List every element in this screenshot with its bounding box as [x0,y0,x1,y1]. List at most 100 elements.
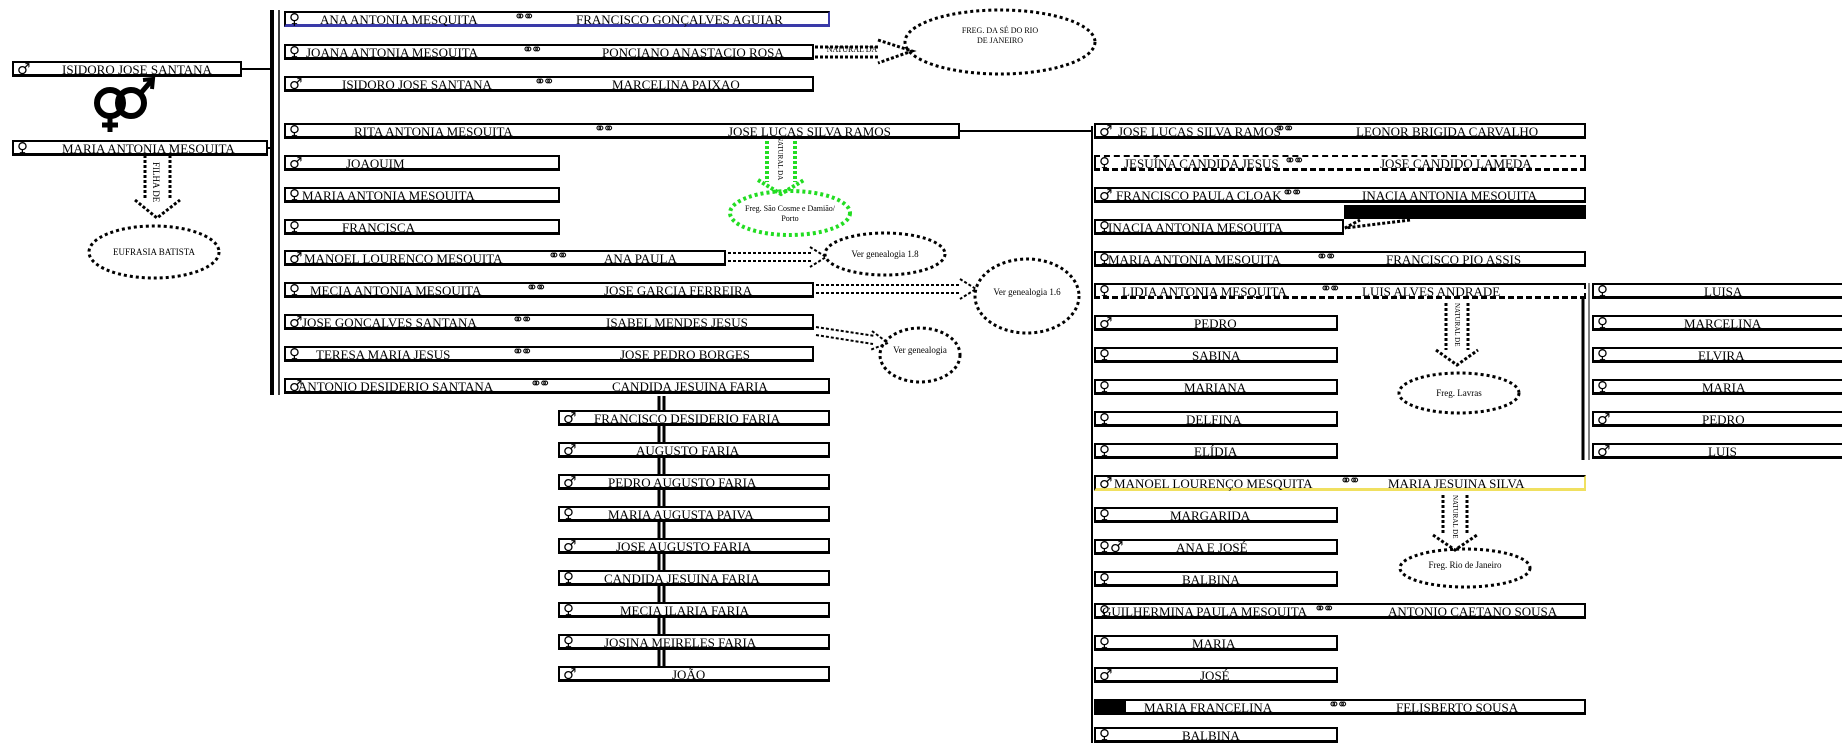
child-row-maria-antonia[interactable]: ♀ MARIA ANTONIA MESQUITA [284,186,560,204]
female-icon: ♀ [1099,726,1110,744]
rita-child-row[interactable]: ♀♂ ANA E JOSÉ [1094,538,1338,556]
person-name: MARIA [1192,636,1236,651]
rita-child-row[interactable]: ♀ BALBINA [1094,726,1338,744]
marriage-rings-icon: ⚭⚭ [526,280,547,296]
female-icon: ♀ [1099,442,1110,460]
lidia-child-row[interactable]: ♀ ELVIRA [1592,346,1842,364]
person-name: ANA ANTONIA MESQUITA [320,12,478,27]
female-icon: ♀ [1099,250,1110,268]
male-icon: ♂ [1099,122,1113,140]
rita-child-row[interactable]: ♂ MANOEL LOURENÇO MESQUITA ⚭⚭ MARIA JESU… [1094,474,1586,492]
rita-child-row[interactable]: ♀ ELÍDIA [1094,442,1338,460]
person-name: JOSE GONÇALVES SANTANA [302,315,477,330]
jose-ref-ellipse [878,326,962,384]
child-row-teresa[interactable]: ♀ TERESA MARIA JESUS ⚭⚭ JOSE PEDRO BORGE… [284,345,814,363]
rita-child-row[interactable]: ♀ MARIA [1094,634,1338,652]
grandchild-row[interactable]: ♂ AUGUSTO FARIA [558,441,830,459]
child-row-joana[interactable]: ♀ JOANA ANTONIA MESQUITA ⚭⚭ PONCIANO ANA… [284,42,814,61]
rita-child-row[interactable]: ♂ JOSÉ [1094,666,1338,684]
person-name: MARIA ANTONIA MESQUITA [62,141,235,156]
person-name: MECIA ILARIA FARIA [620,603,750,618]
manoel-ref-ellipse [823,231,947,277]
spouse-name: MARCELINA PAIXAO [612,77,740,92]
spouse-name: JOSE GARCIA FERREIRA [604,283,753,298]
lidia-child-row[interactable]: ♀ MARCELINA [1592,314,1842,332]
person-name: MARIA ANTONIA MESQUITA [302,188,475,203]
grandchild-row[interactable]: ♀ MECIA ILARIA FARIA [558,601,830,619]
rita-child-row[interactable]: ♀ INACIA ANTONIA MESQUITA [1094,218,1344,236]
spouse-name: ANA PAULA [604,251,677,266]
lidia-child-row[interactable]: ♀ MARIA [1592,378,1842,396]
root-husband-box[interactable]: ♂ ISIDORO JOSE SANTANA [12,60,242,78]
lidia-child-row[interactable]: ♂ PEDRO [1592,410,1842,428]
person-name: MARCELINA [1684,316,1762,331]
rita-child-row[interactable]: ♀ JESUÍNA CANDIDA JESUS ⚭⚭ JOSE CANDIDO … [1094,154,1586,172]
filha-de-arrow [134,150,181,220]
male-icon: ♂ [563,665,577,683]
grandchild-row[interactable]: ♀ JOSINA MEIRELES FARIA [558,633,830,651]
child-row-mecia[interactable]: ♀ MECIA ANTONIA MESQUITA ⚭⚭ JOSE GARCIA … [284,280,814,299]
marriage-rings-icon: ⚭⚭ [1274,121,1295,137]
marriage-rings-icon: ⚭⚭ [1314,601,1335,617]
rita-child-row[interactable]: ♀ DELFINA [1094,410,1338,428]
grandchild-row[interactable]: ♀ MARIA AUGUSTA PAIVA [558,505,830,523]
child-row-ana[interactable]: ♀ ANA ANTONIA MESQUITA ⚭⚭ FRANCISCO GONÇ… [284,9,830,28]
grandchild-row[interactable]: ♀ CANDIDA JESUINA FARIA [558,569,830,587]
marriage-rings-icon: ⚭⚭ [1316,249,1337,265]
marriage-rings-icon: ⚭⚭ [514,9,535,25]
person-name: ELÍDIA [1194,444,1238,459]
rita-child-row[interactable]: ♀ BALBINA [1094,570,1338,588]
lidia-origin-ellipse [1397,371,1521,415]
child-row-rita[interactable]: ♀ RITA ANTONIA MESQUITA ⚭⚭ JOSE LUCAS SI… [284,122,960,140]
rita-natural-label: NATURAL DA [776,136,784,181]
child-row-francisca[interactable]: ♀ FRANCISCA [284,218,560,236]
rita-child-row[interactable]: ♀ LIDIA ANTONIA MESQUITA ⚭⚭ LUIS ALVES A… [1094,282,1586,300]
grandchild-row[interactable]: ♂ JOSE AUGUSTO FARIA [558,537,830,555]
rita-child-row[interactable]: ♀ MARIANA [1094,378,1338,396]
spouse-name: JOSE PEDRO BORGES [620,347,751,362]
lidia-child-row[interactable]: ♂ LUIS [1592,442,1842,460]
spouse-name: ANTONIO CAETANO SOUSA [1388,604,1558,619]
inacia-arrow [1344,218,1411,230]
female-icon: ♀ [1099,634,1110,652]
female-icon: ♀ [563,505,574,523]
rita-child-row[interactable]: ♀ MARGARIDA [1094,506,1338,524]
manoel-right-origin-text: Freg. Rio de Janeiro [1428,560,1502,570]
child-row-jose-goncalves[interactable]: ♂ JOSE GONÇALVES SANTANA ⚭⚭ ISABEL MENDE… [284,313,814,331]
root-wife-box[interactable]: ♀ MARIA ANTONIA MESQUITA [12,139,268,157]
person-name: MANOEL LOURENÇO MESQUITA [304,251,503,266]
rita-child-row[interactable]: ♂ JOSE LUCAS SILVA RAMOS ⚭⚭ LEONOR BRIGI… [1094,121,1586,140]
rita-child-row[interactable]: ♀ MARIA ANTONIA MESQUITA ⚭⚭ FRANCISCO PI… [1094,249,1586,268]
grandchild-row[interactable]: ♂ FRANCISCO DESIDERIO FARIA [558,409,830,427]
person-name: MARIA ANTONIA MESQUITA [1108,252,1281,267]
male-icon: ♂ [1099,666,1113,684]
child-row-antonio[interactable]: ♂ ANTONIO DESIDERIO SANTANA ⚭⚭ CANDIDA J… [284,377,830,395]
child-row-isidoro[interactable]: ♂ ISIDORO JOSE SANTANA ⚭⚭ MARCELINA PAIX… [284,75,814,93]
rita-child-row[interactable]: ♂ FRANCISCO PAULA CLOAK ⚭⚭ INACIA ANTONI… [1094,186,1586,204]
spouse-name: FRANCISCO GONÇALVES AGUIAR [576,12,783,27]
female-icon: ♀ [17,139,28,157]
joana-origin-ellipse [903,8,1097,76]
person-name: PEDRO [1702,412,1745,427]
rita-child-row[interactable]: MARIA FRANCELINA ⚭⚭ FELISBERTO SOUSA [1094,698,1586,715]
grandchild-row[interactable]: ♂ JOÃO [558,665,830,683]
child-row-manoel[interactable]: ♂ MANOEL LOURENÇO MESQUITA ⚭⚭ ANA PAULA [284,249,726,267]
child-row-joaquim[interactable]: ♂ JOAQUIM [284,154,560,172]
lidia-child-row[interactable]: ♀ LUISA [1592,282,1842,300]
person-name: JOANA ANTONIA MESQUITA [306,45,479,60]
female-icon: ♀ [563,633,574,651]
marriage-rings-icon: ⚭⚭ [522,42,543,58]
person-name: FRANCISCO PAULA CLOAK [1116,188,1282,203]
rita-origin-text: Freg. São Cosme e Damião/ Porto [745,204,835,223]
person-name: AUGUSTO FARIA [636,443,740,458]
male-icon: ♂ [563,441,577,459]
male-icon: ♂ [289,75,303,93]
male-icon: ♂ [1099,474,1113,492]
spouse-name: JOSE CANDIDO LAMEDA [1380,156,1532,171]
spouse-name: LEONOR BRIGIDA CARVALHO [1356,124,1539,139]
rita-child-row[interactable]: ♀ GUILHERMINA PAULA MESQUITA ⚭⚭ ANTONIO … [1094,601,1586,620]
grandchild-row[interactable]: ♂ PEDRO AUGUSTO FARIA [558,473,830,491]
rita-child-row[interactable]: ♂ PEDRO [1094,314,1338,332]
rita-child-row[interactable]: ♀ SABINA [1094,346,1338,364]
